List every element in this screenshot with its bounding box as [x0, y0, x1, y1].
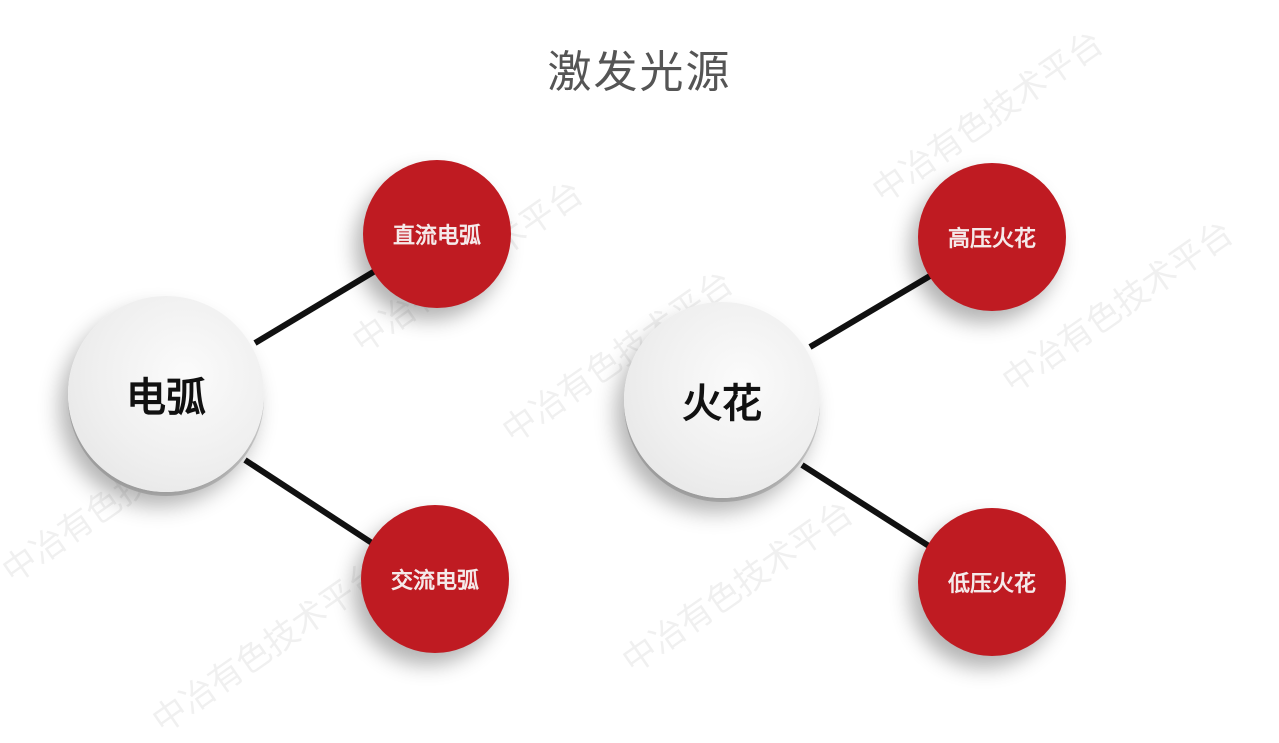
connector-arc-dc — [253, 265, 382, 346]
page-title: 激发光源 — [547, 47, 732, 98]
node-ac-arc: 交流电弧 — [361, 505, 509, 653]
node-dc-arc: 直流电弧 — [363, 160, 511, 308]
connector-spark-high — [808, 270, 937, 350]
node-low-voltage-spark: 低压火花 — [918, 508, 1066, 656]
connector-arc-ac — [243, 457, 377, 548]
hub-arc: 电弧 — [68, 296, 264, 492]
connector-spark-low — [800, 462, 934, 551]
node-high-voltage-spark: 高压火花 — [918, 163, 1066, 311]
hub-spark: 火花 — [624, 302, 820, 498]
connector-lines — [243, 265, 937, 551]
